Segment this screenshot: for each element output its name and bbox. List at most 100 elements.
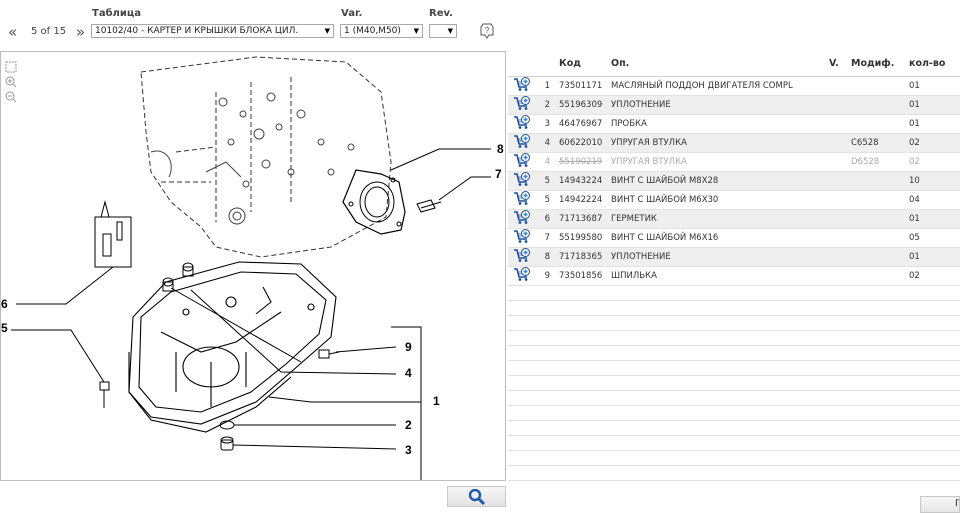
add-to-cart-button[interactable]	[508, 266, 536, 286]
empty-table-row	[508, 450, 960, 466]
position-cell: 1	[536, 76, 556, 96]
callout-1[interactable]: 1	[433, 394, 440, 408]
callout-9[interactable]: 9	[405, 340, 412, 354]
position-cell: 4	[536, 133, 556, 153]
empty-cell	[508, 300, 960, 316]
part-code-cell[interactable]: 71718365	[556, 247, 608, 267]
empty-table-row	[508, 420, 960, 436]
bushings-4	[162, 262, 194, 292]
modification-cell	[848, 171, 906, 191]
add-to-cart-button[interactable]	[508, 114, 536, 134]
prev-page-icon[interactable]: «	[8, 23, 18, 41]
modification-cell	[848, 114, 906, 134]
rear-seal-cover	[342, 169, 406, 235]
quantity-cell: 02	[906, 133, 960, 153]
col-header-cart	[508, 51, 536, 77]
position-cell: 5	[536, 190, 556, 210]
callout-3[interactable]: 3	[405, 443, 412, 457]
part-code-cell[interactable]: 14943224	[556, 171, 608, 191]
add-to-cart-button[interactable]	[508, 152, 536, 172]
bolt-5	[99, 381, 110, 408]
zoom-in-icon[interactable]	[5, 73, 17, 88]
v-cell	[826, 209, 848, 229]
part-code-cell[interactable]: 71713687	[556, 209, 608, 229]
oil-pan-exploded-drawing: 8 7 6 5 9 4 1 2 3	[1, 56, 504, 480]
part-code-cell[interactable]: 14942224	[556, 190, 608, 210]
position-cell: 5	[536, 171, 556, 191]
chevron-down-icon: ▼	[447, 27, 453, 35]
empty-table-row	[508, 375, 960, 391]
add-to-cart-button[interactable]	[508, 95, 536, 115]
callout-5[interactable]: 5	[1, 321, 8, 335]
zoom-fit-icon[interactable]	[5, 58, 17, 73]
col-header-code[interactable]: Код	[556, 51, 608, 77]
empty-table-row	[508, 315, 960, 331]
page-nav-button[interactable]: П	[920, 496, 960, 513]
part-code-cell[interactable]: 73501171	[556, 76, 608, 96]
empty-table-row	[508, 390, 960, 406]
add-to-cart-button[interactable]	[508, 228, 536, 248]
add-to-cart-button[interactable]	[508, 209, 536, 229]
toolbar: Таблица Var. Rev. « 5 of 15 » 10102/40 -…	[0, 0, 960, 46]
col-header-modification[interactable]: Модиф.	[848, 51, 906, 77]
empty-cell	[508, 285, 960, 301]
empty-cell	[508, 360, 960, 376]
zoom-out-icon[interactable]	[5, 88, 17, 103]
add-to-cart-button[interactable]	[508, 171, 536, 191]
page-nav-label: П	[955, 499, 959, 509]
add-to-cart-button[interactable]	[508, 190, 536, 210]
col-header-description[interactable]: Оп.	[608, 51, 826, 77]
callout-leaders	[11, 148, 491, 480]
callout-4[interactable]: 4	[405, 366, 412, 380]
quantity-cell: 05	[906, 228, 960, 248]
empty-table-row	[508, 330, 960, 346]
table-label: Таблица	[92, 8, 142, 19]
part-code-cell[interactable]: 46476967	[556, 114, 608, 134]
part-code-cell[interactable]: 55196309	[556, 95, 608, 115]
modification-cell: D6528	[848, 152, 906, 172]
exploded-diagram-panel[interactable]: 8 7 6 5 9 4 1 2 3	[0, 51, 506, 481]
position-cell: 3	[536, 114, 556, 134]
part-code-cell[interactable]: 73501856	[556, 266, 608, 286]
add-to-cart-button[interactable]	[508, 76, 536, 96]
callout-8[interactable]: 8	[497, 142, 504, 156]
next-page-icon[interactable]: »	[76, 23, 86, 41]
search-button[interactable]	[447, 486, 506, 507]
callout-7[interactable]: 7	[495, 167, 502, 181]
modification-cell	[848, 95, 906, 115]
part-code-cell[interactable]: 55199580	[556, 228, 608, 248]
chevron-down-icon: ▼	[324, 27, 330, 35]
var-select[interactable]: 1 (M40,M50) ▼	[340, 24, 423, 38]
rev-select[interactable]: ▼	[429, 24, 457, 38]
callout-6[interactable]: 6	[1, 297, 8, 311]
description-cell: УПРУГАЯ ВТУЛКА	[608, 152, 826, 172]
v-cell	[826, 76, 848, 96]
part-code-cell[interactable]: 60622010	[556, 133, 608, 153]
callout-2[interactable]: 2	[405, 418, 412, 432]
col-header-v[interactable]: V.	[826, 51, 848, 77]
add-to-cart-button[interactable]	[508, 247, 536, 267]
help-info-icon[interactable]: ?	[480, 23, 494, 39]
description-cell: ПРОБКА	[608, 114, 826, 134]
part-code-cell[interactable]: 55190219	[556, 152, 608, 172]
description-cell: МАСЛЯНЫЙ ПОДДОН ДВИГАТЕЛЯ COMPL	[608, 76, 826, 96]
add-to-cart-button[interactable]	[508, 133, 536, 153]
col-header-quantity[interactable]: кол-во	[906, 51, 960, 77]
add-to-cart-icon	[513, 247, 531, 266]
empty-table-row	[508, 405, 960, 421]
quantity-cell: 01	[906, 247, 960, 267]
table-select[interactable]: 10102/40 - КАРТЕР И КРЫШКИ БЛОКА ЦИЛ. ▼	[91, 24, 334, 38]
gasket-2	[219, 420, 235, 430]
table-select-value: 10102/40 - КАРТЕР И КРЫШКИ БЛОКА ЦИЛ.	[95, 26, 299, 36]
